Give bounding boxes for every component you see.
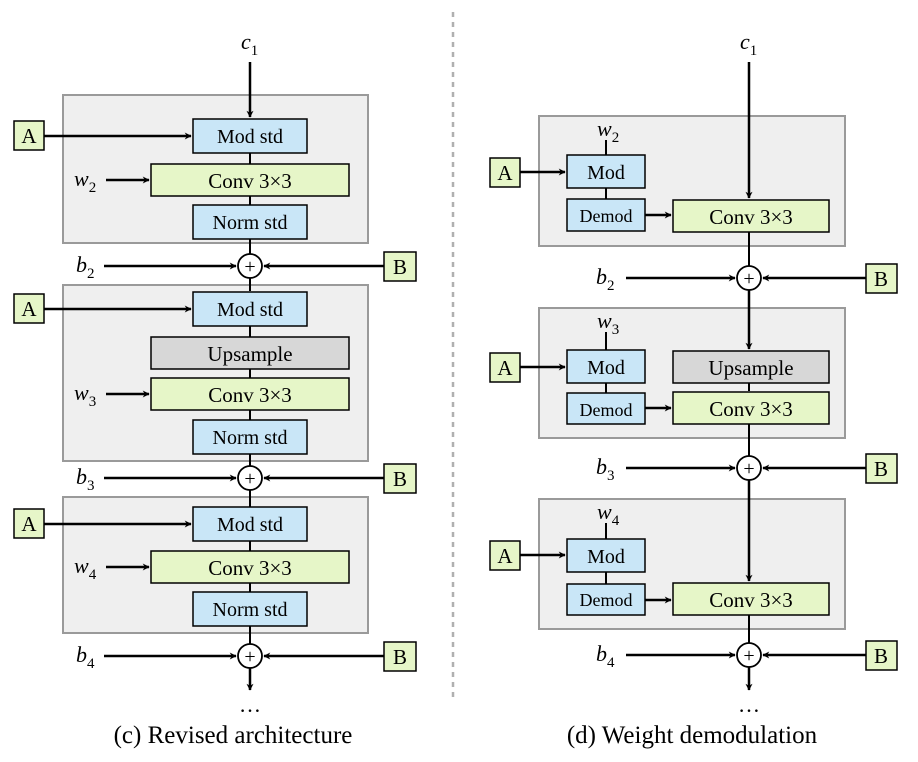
svg-text:+: +	[743, 268, 754, 290]
right-a-box-2	[489, 352, 521, 383]
left-b-box-1	[383, 251, 417, 282]
right-conv-2-label: Conv 3×3	[709, 397, 793, 421]
left-normstd-1	[192, 204, 308, 240]
right-a-label-1: A	[497, 161, 513, 185]
left-b2-label: b2	[76, 252, 95, 282]
left-w3-label: w3	[74, 380, 96, 410]
right-w3-label: w3	[597, 308, 619, 338]
right-caption: (d) Weight demodulation	[567, 722, 818, 749]
left-conv-3-label: Conv 3×3	[208, 556, 292, 580]
left-ellipsis: …	[239, 692, 261, 717]
right-demod-1-label: Demod	[580, 206, 633, 226]
left-w4-label: w4	[74, 553, 97, 583]
right-adder-1	[736, 265, 762, 291]
right-mod-3-label: Mod	[587, 546, 625, 568]
left-input-label: c1	[241, 29, 258, 59]
left-modstd-3	[192, 506, 308, 542]
left-adder-2	[237, 465, 263, 491]
right-mod-1	[566, 154, 646, 189]
right-mod-2-label: Mod	[587, 357, 625, 379]
right-adder-2	[736, 455, 762, 481]
left-conv-2	[150, 377, 350, 411]
left-normstd-2-label: Norm std	[213, 427, 288, 449]
left-normstd-3-label: Norm std	[213, 599, 288, 621]
right-mod-3	[566, 538, 646, 573]
right-b3-label: b3	[596, 454, 615, 484]
right-demod-1	[566, 198, 646, 232]
right-w2-label: w2	[597, 116, 619, 146]
right-demod-3	[566, 583, 646, 616]
left-a-label-1: A	[21, 124, 37, 148]
svg-text:+: +	[244, 468, 255, 490]
left-caption: (c) Revised architecture	[114, 722, 353, 749]
left-conv-3	[150, 550, 350, 584]
right-b-box-label-3: B	[874, 644, 888, 668]
left-upsample	[150, 336, 350, 370]
svg-text:+: +	[244, 646, 255, 668]
left-adder-1	[237, 253, 263, 279]
left-modstd-3-label: Mod std	[217, 514, 283, 536]
right-mod-1-label: Mod	[587, 162, 625, 184]
right-panel: Mod Demod Conv 3×3 Mod Demod Upsample Co…	[489, 29, 898, 749]
right-conv-3-label: Conv 3×3	[709, 588, 793, 612]
left-modstd-2-label: Mod std	[217, 299, 283, 321]
left-w2-label: w2	[74, 166, 96, 196]
right-adder-3	[736, 642, 762, 668]
right-conv-2	[672, 391, 830, 425]
right-b-box-3	[865, 640, 898, 671]
left-a-box-3	[13, 508, 45, 539]
left-conv-1-label: Conv 3×3	[208, 169, 292, 193]
right-input-label: c1	[740, 29, 757, 59]
left-a-label-2: A	[21, 297, 37, 321]
svg-text:+: +	[244, 256, 255, 278]
right-a-label-2: A	[497, 356, 513, 380]
right-conv-3	[672, 582, 830, 616]
left-a-label-3: A	[21, 512, 37, 536]
right-mod-2	[566, 349, 646, 384]
right-b2-label: b2	[596, 264, 615, 294]
svg-text:+: +	[743, 645, 754, 667]
right-upsample	[672, 350, 830, 384]
right-b4-label: b4	[596, 641, 615, 671]
left-conv-1	[150, 163, 350, 197]
right-ellipsis: …	[738, 692, 760, 717]
left-normstd-3	[192, 591, 308, 627]
right-conv-1	[672, 199, 830, 233]
left-b4-label: b4	[76, 642, 95, 672]
left-panel: Mod std Conv 3×3 Norm std Mod std Upsamp…	[13, 29, 417, 749]
right-demod-2	[566, 392, 646, 425]
right-upsample-label: Upsample	[708, 356, 793, 380]
left-modstd-1-label: Mod std	[217, 126, 283, 148]
right-b-box-1	[865, 263, 898, 294]
right-a-label-3: A	[497, 544, 513, 568]
left-upsample-label: Upsample	[207, 342, 292, 366]
right-w4-label: w4	[597, 499, 620, 529]
svg-text:+: +	[743, 458, 754, 480]
left-b-box-3	[383, 641, 417, 672]
right-b-box-2	[865, 453, 898, 484]
left-a-box-2	[13, 293, 45, 324]
left-modstd-2	[192, 291, 308, 327]
left-adder-3	[237, 643, 263, 669]
right-b-box-label-2: B	[874, 457, 888, 481]
left-b-box-label-3: B	[393, 645, 407, 669]
left-normstd-1-label: Norm std	[213, 212, 288, 234]
right-b-box-label-1: B	[874, 267, 888, 291]
left-a-box-1	[13, 120, 45, 151]
right-conv-1-label: Conv 3×3	[709, 205, 793, 229]
right-demod-3-label: Demod	[580, 590, 633, 610]
left-modstd-1	[192, 118, 308, 154]
left-normstd-2	[192, 419, 308, 455]
left-b-box-2	[383, 463, 417, 494]
left-conv-2-label: Conv 3×3	[208, 383, 292, 407]
right-demod-2-label: Demod	[580, 400, 633, 420]
left-b-box-label-1: B	[393, 255, 407, 279]
right-a-box-1	[489, 157, 521, 188]
left-b3-label: b3	[76, 464, 95, 494]
left-b-box-label-2: B	[393, 467, 407, 491]
